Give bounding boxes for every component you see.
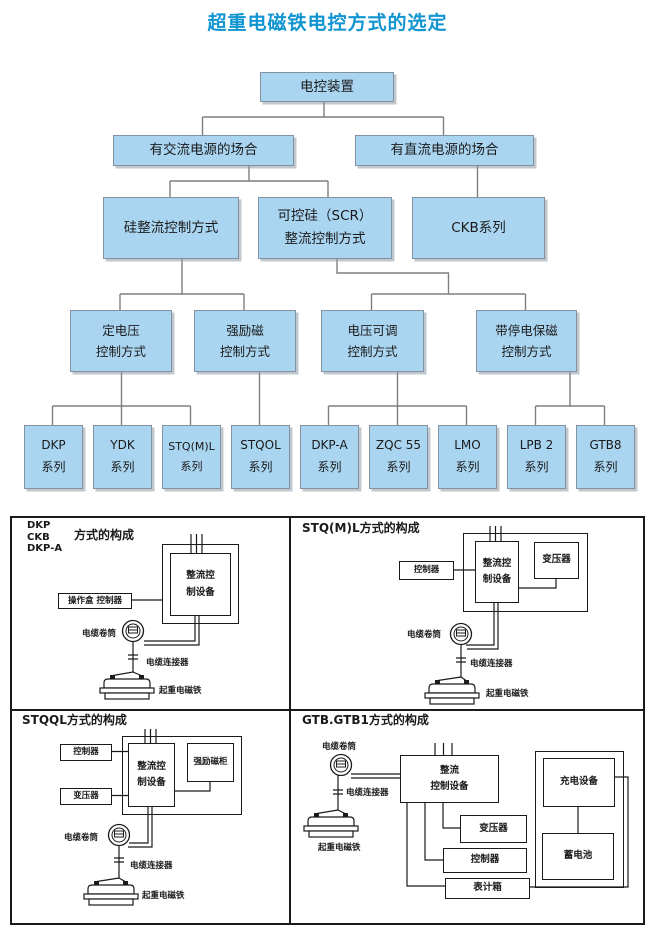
p4-bus-transformer [442,801,460,829]
node-series-lpb2: LPB 2 系列 [507,425,566,489]
tree-connectors [51,100,606,425]
node-silicon-rectifier: 硅整流控制方式 [103,197,239,259]
p1-magnet-label: 起重电磁铁 [159,686,202,696]
panel-grid-vertical-divider [289,518,291,923]
node-series-zqc55: ZQC 55 系列 [369,425,428,489]
p2-chains [437,676,467,682]
p2-transformer-box: 变压器 [534,542,579,579]
p1-power-ticks [190,534,203,553]
p1-reel-label: 电缆卷筒 [82,629,117,639]
p2-transformer-line [517,577,557,589]
p1-hoist-cable [128,641,138,672]
p3-cabinet-outline [122,736,242,815]
p3-transformer-box: 变压器 [60,788,112,805]
p3-magnet-label: 起重电磁铁 [142,891,185,901]
p4-bus-meter [406,801,445,887]
p4-magnet-label: 起重电磁铁 [318,843,361,853]
node-ac-power: 有交流电源的场合 [113,135,294,166]
node-series-dkpa: DKP-A 系列 [300,425,359,489]
p1-connector-label: 电缆连接器 [146,658,189,668]
node-strong-excitation: 强励磁 控制方式 [194,310,296,372]
p3-excitation-box: 强励磁柜 [187,743,234,782]
node-adjustable-voltage: 电压可调 控制方式 [321,310,424,372]
node-series-gtb8: GTB8 系列 [576,425,635,489]
p3-title: STQQL方式的构成 [22,713,127,727]
p2-drop-cable [466,601,499,650]
node-ckb-series: CKB系列 [412,197,545,259]
node-series-stqol: STQOL 系列 [231,425,290,489]
page-title: 超重电磁铁电控方式的选定 [207,12,448,34]
p1-operator-box: 操作盒 控制器 [58,593,132,609]
p1-wiring [112,534,203,677]
p1-series-label: DKP CKB DKP-A [27,520,63,554]
p2-connector-label: 电缆连接器 [470,659,513,669]
p3-excitation-line [173,780,211,792]
node-dc-power: 有直流电源的场合 [355,135,534,166]
p4-title: GTB.GTB1方式的构成 [302,713,429,727]
p4-power-ticks [434,743,453,755]
p4-connector-label: 电缆连接器 [346,788,389,798]
p4-bus-controller [424,801,443,861]
node-series-lmo: LMO 系列 [438,425,497,489]
p3-reel-label: 电缆卷筒 [64,833,99,843]
p3-hoist-cable [114,845,124,878]
p4-transformer-box: 变压器 [460,815,527,843]
p3-connector-label: 电缆连接器 [130,861,173,871]
node-scr-rectifier: 可控硅（SCR） 整流控制方式 [258,197,392,259]
p1-rectifier-box: 整流控 制设备 [170,553,231,616]
p4-chains [316,809,346,815]
p3-chains [96,877,126,883]
p2-title: STQ(M)L方式的构成 [302,521,420,535]
p4-controller-box: 控制器 [443,848,527,873]
node-control-device: 电控装置 [260,72,394,102]
p2-magnet-label: 起重电磁铁 [486,689,529,699]
p2-rectifier-box: 整流控 制设备 [475,541,519,603]
p4-battery-cabinet-outline [535,751,624,888]
node-series-dkp: DKP 系列 [24,425,83,489]
p3-wiring [96,729,211,883]
p2-reel-label: 电缆卷筒 [407,630,442,640]
p4-hoist-cable [333,775,343,810]
p2-cabinet-outline [463,533,588,612]
p4-meter-box: 表计箱 [445,878,530,899]
p1-chains [112,671,142,677]
node-power-failure-retention: 带停电保磁 控制方式 [476,310,577,372]
p4-charger-box: 充电设备 [543,758,615,807]
node-series-ydk: YDK 系列 [93,425,152,489]
p4-rectifier-box: 整流 控制设备 [400,755,499,803]
p4-reel-label: 电缆卷筒 [322,742,357,752]
p3-controller-box: 控制器 [60,744,112,761]
p3-rectifier-box: 整流控 制设备 [128,743,175,807]
panel-grid-horizontal-divider [12,709,643,711]
node-constant-voltage: 定电压 控制方式 [70,310,172,372]
p4-reel-line [351,773,400,779]
panel-grid [10,516,645,925]
p2-hoist-cable [456,644,466,677]
p1-cabinet-outline [162,544,239,624]
p2-controller-box: 控制器 [399,561,454,580]
p1-title: 方式的构成 [74,528,135,542]
node-series-stqml: STQ(M)L 系列 [162,425,221,489]
p4-battery-box: 蓄电池 [542,833,614,880]
p3-drop-cable [128,805,153,848]
